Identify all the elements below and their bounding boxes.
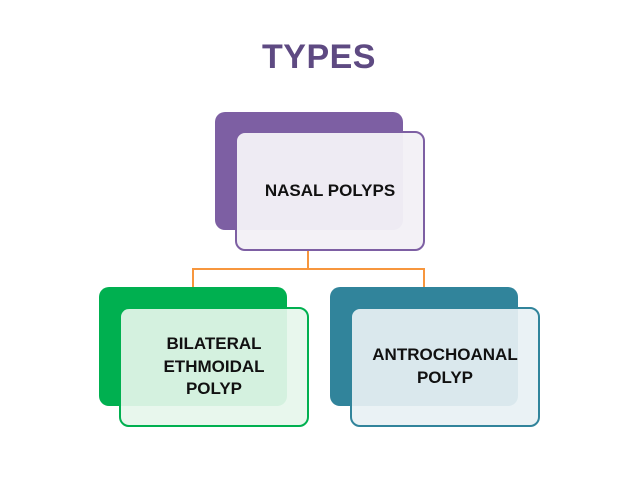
page-title: TYPES <box>262 38 376 76</box>
left-node: BILATERAL ETHMOIDAL POLYP <box>119 307 309 427</box>
left-node-label: BILATERAL ETHMOIDAL POLYP <box>163 333 265 399</box>
right-node: ANTROCHOANAL POLYP <box>350 307 540 427</box>
right-node-label: ANTROCHOANAL POLYP <box>372 345 518 387</box>
root-node-label: NASAL POLYPS <box>264 180 396 200</box>
root-node: NASAL POLYPS <box>235 131 425 251</box>
